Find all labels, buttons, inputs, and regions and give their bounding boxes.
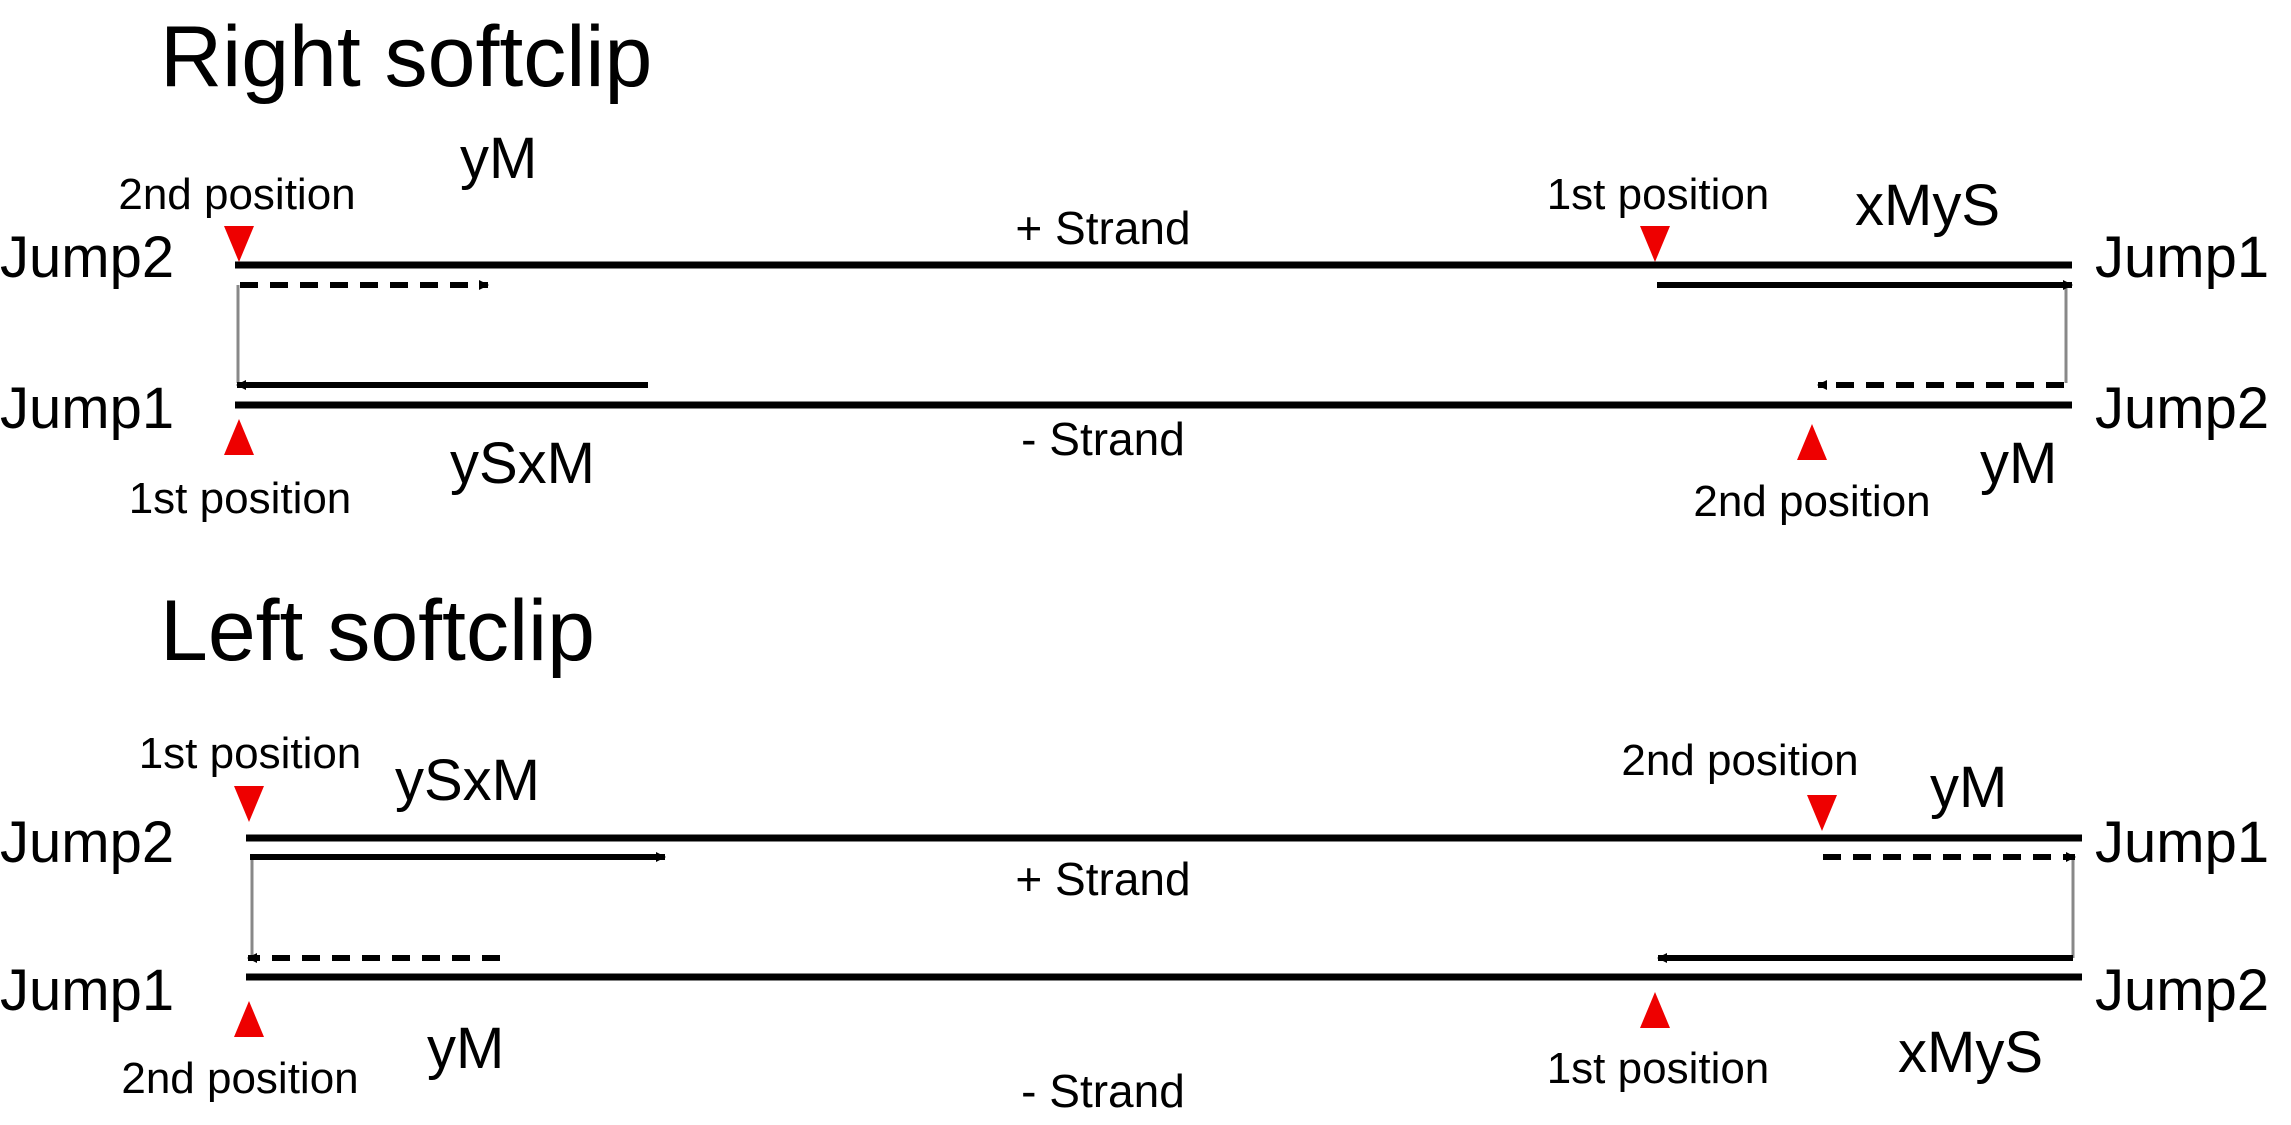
panel-right-softclip: Right softclip + Strand - Strand Jump2 J… bbox=[0, 9, 2269, 526]
position-label-top-left: 2nd position bbox=[118, 170, 355, 219]
position-marker-top-left bbox=[234, 786, 264, 822]
jump-label-bottom-left: Jump1 bbox=[0, 376, 174, 441]
panel-left-softclip: Left softclip + Strand - Strand Jump2 Ju… bbox=[0, 583, 2269, 1117]
position-label-bottom-left: 2nd position bbox=[121, 1054, 358, 1103]
plus-strand-label: + Strand bbox=[1015, 853, 1190, 905]
jump-label-bottom-right: Jump2 bbox=[2095, 376, 2269, 441]
position-marker-bottom-right bbox=[1640, 992, 1670, 1028]
read-label-bottom-left: ySxM bbox=[450, 431, 595, 496]
jump-label-bottom-right: Jump2 bbox=[2095, 958, 2269, 1023]
position-marker-top-right bbox=[1807, 795, 1837, 831]
read-label-bottom-right: xMyS bbox=[1898, 1020, 2043, 1085]
panel-title: Left softclip bbox=[160, 583, 595, 679]
minus-strand-label: - Strand bbox=[1021, 1065, 1185, 1117]
position-label-top-left: 1st position bbox=[139, 729, 362, 778]
jump-label-top-left: Jump2 bbox=[0, 225, 174, 290]
position-marker-bottom-left bbox=[234, 1001, 264, 1037]
position-label-bottom-right: 1st position bbox=[1547, 1044, 1770, 1093]
jump-label-top-right: Jump1 bbox=[2095, 225, 2269, 290]
position-label-top-right: 1st position bbox=[1547, 170, 1770, 219]
read-label-top-right: xMyS bbox=[1855, 173, 2000, 238]
jump-label-bottom-left: Jump1 bbox=[0, 958, 174, 1023]
panel-title: Right softclip bbox=[160, 9, 652, 105]
read-label-top-left: ySxM bbox=[395, 748, 540, 813]
position-marker-bottom-right bbox=[1797, 424, 1827, 460]
position-marker-top-right bbox=[1640, 226, 1670, 262]
jump-label-top-right: Jump1 bbox=[2095, 810, 2269, 875]
position-label-top-right: 2nd position bbox=[1621, 736, 1858, 785]
minus-strand-label: - Strand bbox=[1021, 413, 1185, 465]
read-label-top-left: yM bbox=[460, 126, 537, 191]
read-label-bottom-left: yM bbox=[427, 1016, 504, 1081]
position-marker-top-left bbox=[224, 226, 254, 262]
position-label-bottom-right: 2nd position bbox=[1693, 477, 1930, 526]
position-label-bottom-left: 1st position bbox=[129, 474, 352, 523]
jump-label-top-left: Jump2 bbox=[0, 810, 174, 875]
position-marker-bottom-left bbox=[224, 419, 254, 455]
read-label-top-right: yM bbox=[1930, 755, 2007, 820]
plus-strand-label: + Strand bbox=[1015, 202, 1190, 254]
read-label-bottom-right: yM bbox=[1980, 431, 2057, 496]
